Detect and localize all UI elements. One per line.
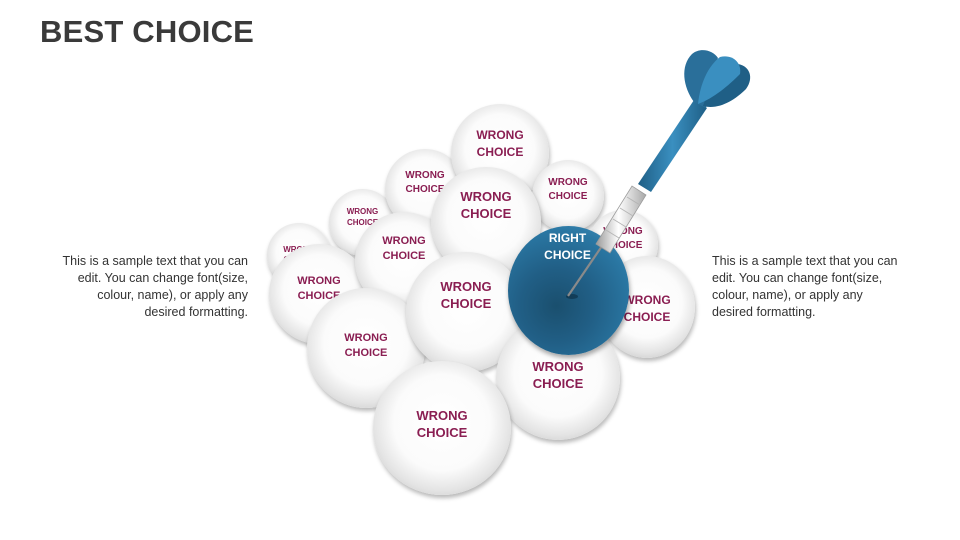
wrong-choice-label: WRONG CHOICE — [344, 332, 388, 359]
wrong-choice-label: WRONG CHOICE — [548, 177, 588, 202]
wrong-choice-label: WRONG CHOICE — [346, 206, 379, 227]
left-description: This is a sample text that you can edit.… — [62, 254, 248, 319]
wrong-choice-label: WRONG CHOICE — [440, 279, 492, 311]
dart-hole — [566, 294, 578, 299]
wrong-choice-label: WRONG CHOICE — [405, 170, 445, 195]
page-title: BEST CHOICE — [40, 14, 255, 49]
wrong-choice-label: WRONG CHOICE — [382, 235, 426, 262]
wrong-choice-label: WRONG CHOICE — [460, 189, 512, 221]
wrong-choice-ball: WRONG CHOICE — [373, 361, 511, 495]
wrong-choice-label: WRONG CHOICE — [416, 408, 468, 440]
wrong-choice-label: WRONG CHOICE — [532, 359, 584, 391]
wrong-choice-label: WRONG CHOICE — [623, 293, 671, 324]
wrong-choice-ball: WRONG CHOICE — [532, 160, 604, 232]
wrong-choice-label: WRONG CHOICE — [476, 128, 524, 159]
right-description: This is a sample text that you can edit.… — [712, 254, 898, 319]
right-choice-label: RIGHT CHOICE — [544, 231, 591, 262]
